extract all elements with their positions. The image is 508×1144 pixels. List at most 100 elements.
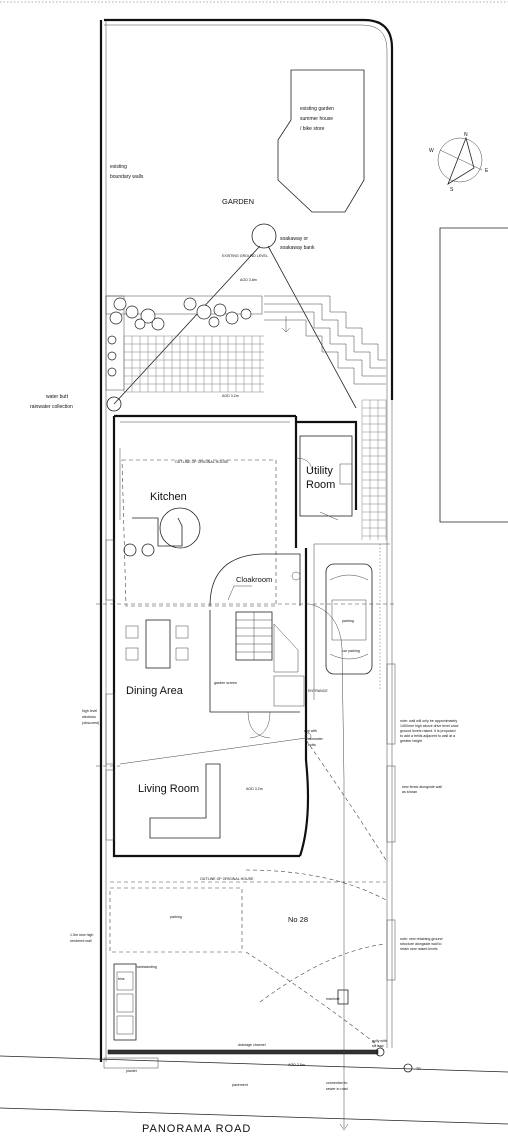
bin-store (113, 963, 137, 1041)
original-house-outline-top (121, 459, 277, 607)
note-retaining-2: structure alongside wall to (400, 942, 442, 946)
garden-boundary-walls (99, 18, 394, 1062)
soakaway-label-2: soakaway bank (280, 245, 315, 251)
note-wall-4: to add a trellis adjacent to wall at a (400, 734, 455, 738)
aod-terrace: AOD 3.2m (222, 394, 239, 398)
water-butt (106, 396, 122, 412)
room-label-kitchen: Kitchen (150, 491, 187, 503)
aod-living: AOD 3.2m (246, 787, 263, 791)
driveway-edge (313, 543, 390, 700)
planting-bed (105, 295, 263, 391)
parked-car (325, 563, 373, 675)
aod-road: AOD 2.5m (288, 1063, 305, 1067)
summer-house (277, 69, 365, 213)
entrance-label: ENTRANCE (308, 689, 328, 693)
drain-line-side (309, 603, 345, 781)
note-wall-5: greater height (400, 739, 422, 743)
drain-arrow (339, 1123, 349, 1131)
downpipe-label-2: rainwater (308, 737, 324, 741)
driveway-swing-arc-c (245, 951, 385, 1051)
gully-label-1: gully with (372, 1039, 387, 1043)
neighbour-building (439, 227, 508, 523)
pavement-edge-back (0, 1055, 508, 1073)
garden-label: GARDEN (222, 197, 254, 206)
downpipe-label-1: rwp with (304, 729, 317, 733)
front-wall-label-2: rendered wall (70, 939, 92, 943)
planter (103, 1057, 159, 1069)
boundary-walls-label-1: existing (110, 164, 127, 170)
front-wall-label-1: 1.5m new high (70, 933, 93, 937)
note-wall-3: ground levels raised. it is proposed (400, 729, 456, 733)
cloakroom (209, 553, 301, 607)
car-label-top: parking (342, 619, 354, 623)
parking-area (109, 887, 243, 953)
terrace-steps (264, 295, 386, 385)
pavement-label: pavement (232, 1083, 248, 1087)
manhole-label: manhole (326, 997, 340, 1001)
existing-ground-level: EXISTING GROUND LEVEL (222, 254, 268, 258)
drain-line-house (119, 737, 307, 765)
tree-label: TR (416, 1067, 421, 1071)
original-house-label-top: OUTLINE OF ORIGINAL HOUSE (175, 460, 229, 464)
drain-line-west (113, 245, 261, 405)
gully-label-2: silt trap (372, 1044, 384, 1048)
driveway-swing-arc-a (305, 739, 387, 861)
dining-table (125, 619, 189, 669)
right-boundary-fence (386, 663, 396, 981)
boundary-walls-label-2: boundary walls (110, 174, 144, 180)
compass-n: N (464, 132, 468, 138)
house-number: No 28 (288, 915, 308, 924)
room-label-utility-2: Room (306, 479, 335, 491)
high-level-windows-label-1: high level (82, 709, 97, 713)
garden-screen-partition (209, 610, 300, 713)
summer-house-label-2: summer house (300, 116, 333, 122)
utility-room (295, 435, 353, 521)
room-label-utility-1: Utility (306, 465, 333, 477)
new-fence-label-2: as shown (402, 790, 417, 794)
drainage-channel-label: drainage channel (238, 1043, 266, 1047)
note-retaining-1: note: new retaining ground (400, 937, 443, 941)
aod-upper: AOD 3.8m (240, 278, 257, 282)
street-tree (403, 1063, 413, 1073)
soakaway (251, 223, 277, 249)
high-level-windows (105, 539, 115, 841)
room-label-dining: Dining Area (126, 685, 184, 697)
compass-rose (437, 136, 483, 185)
living-room-sofa (149, 763, 221, 839)
downpipe-label-3: butts (308, 743, 316, 747)
original-house-label-bottom: OUTLINE OF ORIGINAL HOUSE (200, 877, 254, 881)
gully (375, 1047, 385, 1057)
downpipe (304, 732, 312, 740)
summer-house-label-3: / bike store (300, 126, 325, 132)
soakaway-label-1: soakaway or (280, 236, 308, 242)
note-wall-2: 1400mm high above drive level once (400, 724, 459, 728)
water-butt-label-1: water butt (46, 394, 69, 400)
compass-w: W (429, 148, 434, 154)
water-butt-label-2: rainwater collection (30, 404, 73, 410)
entrance-door (247, 675, 305, 739)
planter-label: planter (126, 1069, 138, 1073)
bins-label: bins (118, 977, 125, 981)
summer-house-label-1: existing garden (300, 106, 334, 112)
kitchen-units (119, 448, 201, 557)
drainage-channel (107, 1049, 379, 1055)
manhole (337, 989, 349, 1005)
room-label-cloakroom: Cloakroom (236, 575, 272, 584)
hardstanding-label: hardstanding (136, 965, 157, 969)
stairs (235, 611, 299, 673)
connection-label-1: connection to (326, 1081, 347, 1085)
pavement-kerb (0, 1107, 508, 1125)
room-label-living: Living Room (138, 783, 199, 795)
parking-label: parking (170, 915, 182, 919)
road-name: PANORAMA ROAD (142, 1123, 251, 1135)
note-retaining-3: retain new raised levels (400, 947, 438, 951)
high-level-windows-label-3: (obscured) (82, 721, 99, 725)
drain-line-east (267, 245, 357, 409)
garden-screen-label: garden screen (214, 681, 237, 685)
connection-label-2: sewer in road (326, 1087, 348, 1091)
driveway-swing-arc-d (259, 943, 387, 1003)
driveway-swing-arc-b (245, 869, 387, 901)
note-wall-1: note: wall will only be approximately (400, 719, 457, 723)
compass-e: E (485, 168, 489, 174)
